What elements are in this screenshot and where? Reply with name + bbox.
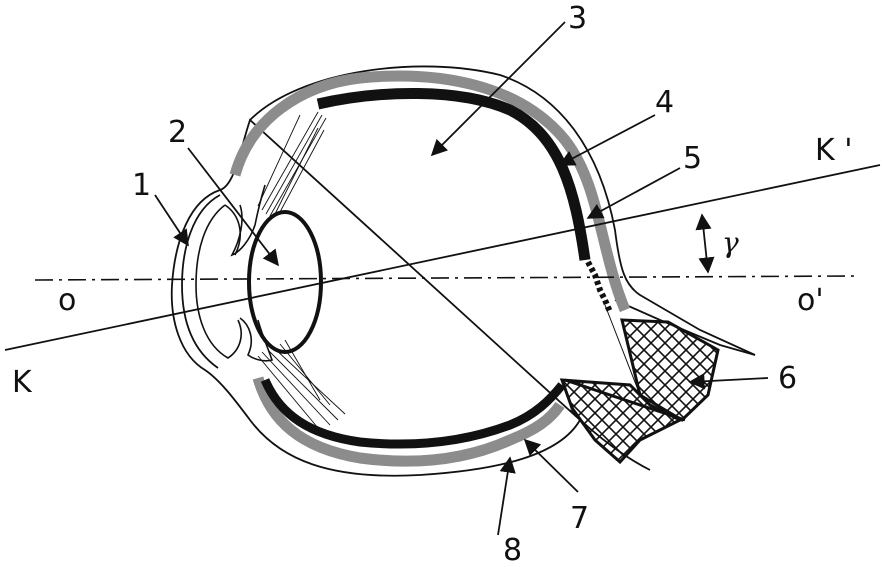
optical-axis [34,275,856,281]
label-4: 4 [655,85,674,120]
optic-nerve-hatched-lower [559,378,684,465]
leader-1 [154,194,189,247]
choroid-band-lower [260,378,566,449]
label-3: 3 [568,1,587,36]
label-gamma: γ [722,226,739,259]
label-6: 6 [778,361,797,396]
anterior-chamber [195,204,242,359]
optic-nerve-upper [614,299,756,356]
label-K: K [12,365,33,400]
sclera-band-lower [252,376,565,467]
retina-fragments [585,260,613,314]
label-1: 1 [132,168,151,203]
label-o-prime: o' [797,283,824,318]
label-K-prime: K ' [815,133,852,168]
leader-6 [688,373,769,390]
optic-disc-line [604,304,641,396]
leader-7 [523,438,579,493]
leader-3 [430,21,566,157]
gamma-arrow [695,213,715,274]
leader-4 [558,114,656,166]
label-o: o [58,283,76,318]
cornea [181,194,221,369]
lens [247,210,323,354]
leader-5 [586,167,681,219]
optic-nerve-divider [564,378,686,422]
label-2: 2 [168,115,187,150]
label-8: 8 [503,533,522,567]
visual-axis [4,164,881,351]
label-5: 5 [683,141,702,176]
leader-8 [497,456,516,536]
iris-upper [230,184,266,257]
zonule-fibers-lower [257,339,346,429]
zonule-fibers-upper [257,111,327,217]
choroid-band-upper [316,87,591,261]
leader-2 [187,147,279,267]
label-7: 7 [570,501,589,536]
